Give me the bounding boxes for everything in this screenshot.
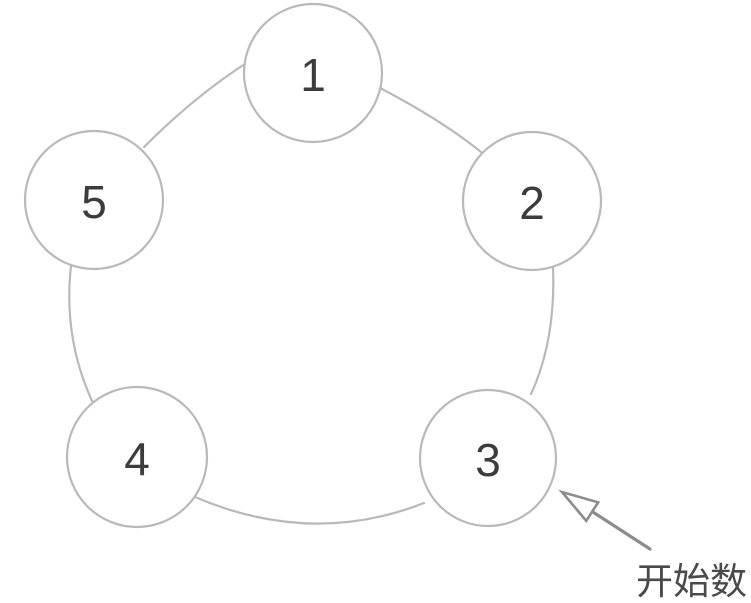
node-5-circle[interactable] <box>23 129 165 271</box>
node-3-label: 3 <box>475 434 501 486</box>
start-number-annotation: 开始数 <box>558 489 747 603</box>
node-4-label: 4 <box>124 433 150 485</box>
node-group: 1 2 3 4 5 <box>23 2 603 529</box>
node-5-label: 5 <box>81 176 107 228</box>
node-2-label: 2 <box>519 177 545 229</box>
edge-node1-node2 <box>378 86 489 159</box>
node-1-circle[interactable] <box>242 2 384 144</box>
node-1-label: 1 <box>300 49 326 101</box>
edge-node3-node4 <box>193 495 426 525</box>
annotation-label: 开始数 <box>636 560 747 603</box>
edge-group <box>68 60 555 525</box>
node-4[interactable]: 4 <box>65 385 209 529</box>
annotation-arrow-shaft <box>585 506 652 551</box>
node-3[interactable]: 3 <box>418 388 558 528</box>
edge-node4-node5 <box>68 264 94 403</box>
node-3-circle[interactable] <box>418 388 558 528</box>
edge-node2-node3 <box>529 264 555 396</box>
annotation-arrowhead-icon <box>558 489 601 523</box>
node-1[interactable]: 1 <box>242 2 384 144</box>
edge-node5-node1 <box>142 60 250 149</box>
node-2-circle[interactable] <box>461 130 603 272</box>
node-2[interactable]: 2 <box>461 130 603 272</box>
node-5[interactable]: 5 <box>23 129 165 271</box>
node-4-circle[interactable] <box>65 385 209 529</box>
